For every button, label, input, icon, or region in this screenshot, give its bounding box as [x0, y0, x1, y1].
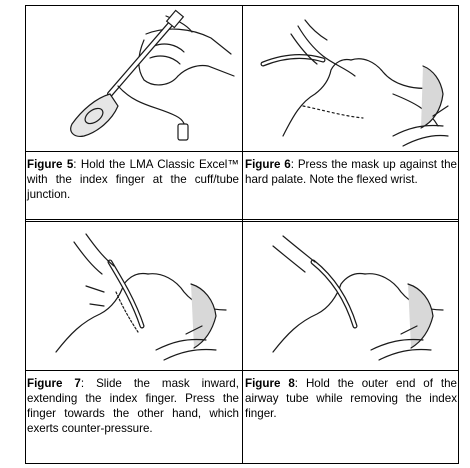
table-column-divider — [242, 5, 243, 464]
table-row-divider — [25, 219, 459, 220]
figure-grid: Figure 5: Hold the LMA Classic Excel™ wi… — [25, 5, 459, 464]
